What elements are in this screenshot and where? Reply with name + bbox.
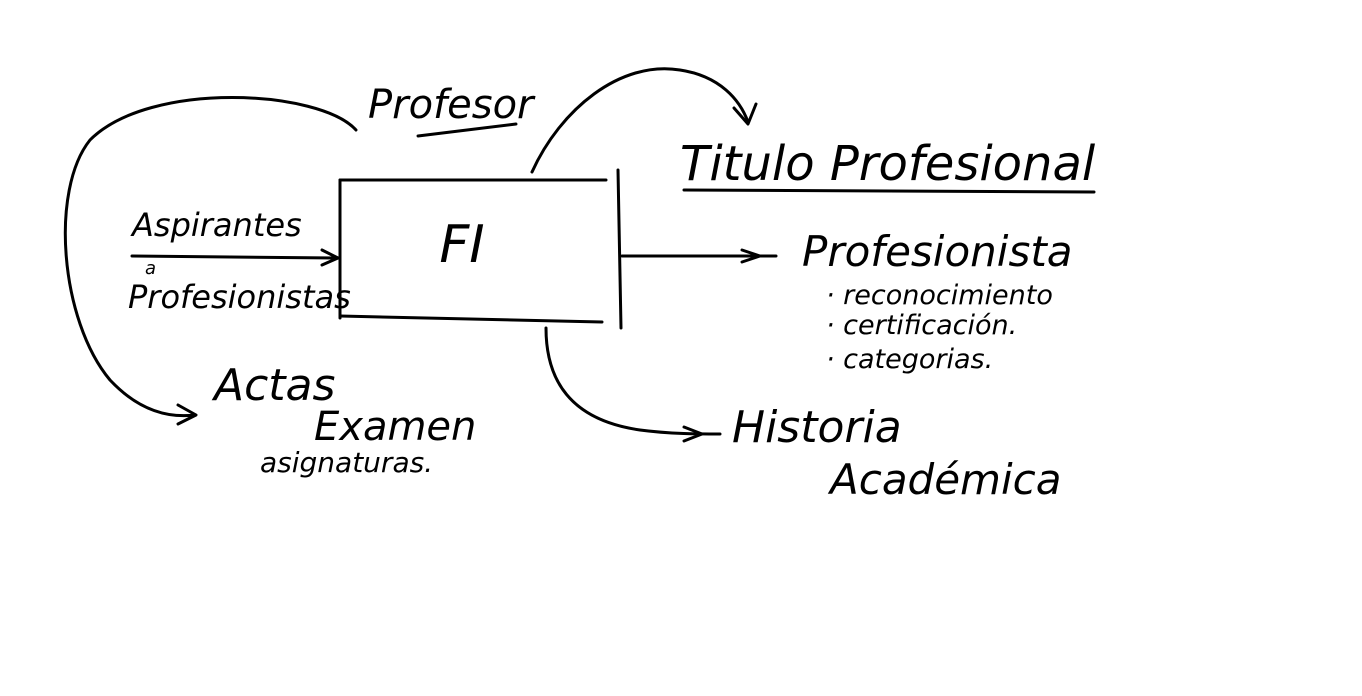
titulo-underline [682,188,1096,194]
titulo-group: Titulo Profesional [680,136,1096,194]
profesor-label: Profesor [368,82,536,128]
historia-group: Historia Académica [732,402,1061,504]
applicants-label-line3: Profesionistas [128,278,351,316]
records-group: Actas Examen asignaturas. [211,360,476,479]
titulo-curve [530,67,750,174]
input-arrow [130,248,340,267]
applicants-label-line2: a [145,258,156,279]
profesionista-item-3: · categorias. [826,344,993,375]
records-line2: Examen [314,404,476,450]
box-right-edge [616,168,623,330]
loop-curve [63,96,358,418]
box-bottom-edge [338,314,604,324]
titulo-label: Titulo Profesional [680,136,1096,192]
profesor-underline [416,122,518,138]
profesionista-item-1: · reconocimiento [826,280,1053,311]
historia-curve [544,326,722,436]
input-arrow-head [320,248,340,267]
titulo-arrow-head [732,102,758,126]
records-line1: Actas [211,360,335,411]
arrow-to-titulo [530,67,758,174]
profesionista-item-2: · certificación. [826,310,1017,341]
input-arrow-line [130,254,338,260]
applicants-label-line1: Aspirantes [130,206,302,244]
loop-arrow-profesor-actas [63,96,358,426]
historia-arrow-head [682,425,704,443]
center-box: FI [338,168,623,330]
profesor-group: Profesor [368,82,536,138]
profesionista-arrow-head [740,248,762,264]
box-label: FI [439,215,484,275]
historia-line2: Académica [827,455,1061,504]
historia-line1: Historia [732,402,902,453]
profesionista-label: Profesionista [802,227,1073,276]
arrow-to-profesionista [620,248,778,264]
loop-arrow-head [176,403,198,426]
input-labels: Aspirantes a Profesionistas [128,206,351,316]
profesionista-group: Profesionista · reconocimiento · certifi… [802,227,1073,375]
records-line3: asignaturas. [260,446,433,479]
arrow-to-historia [544,326,722,443]
